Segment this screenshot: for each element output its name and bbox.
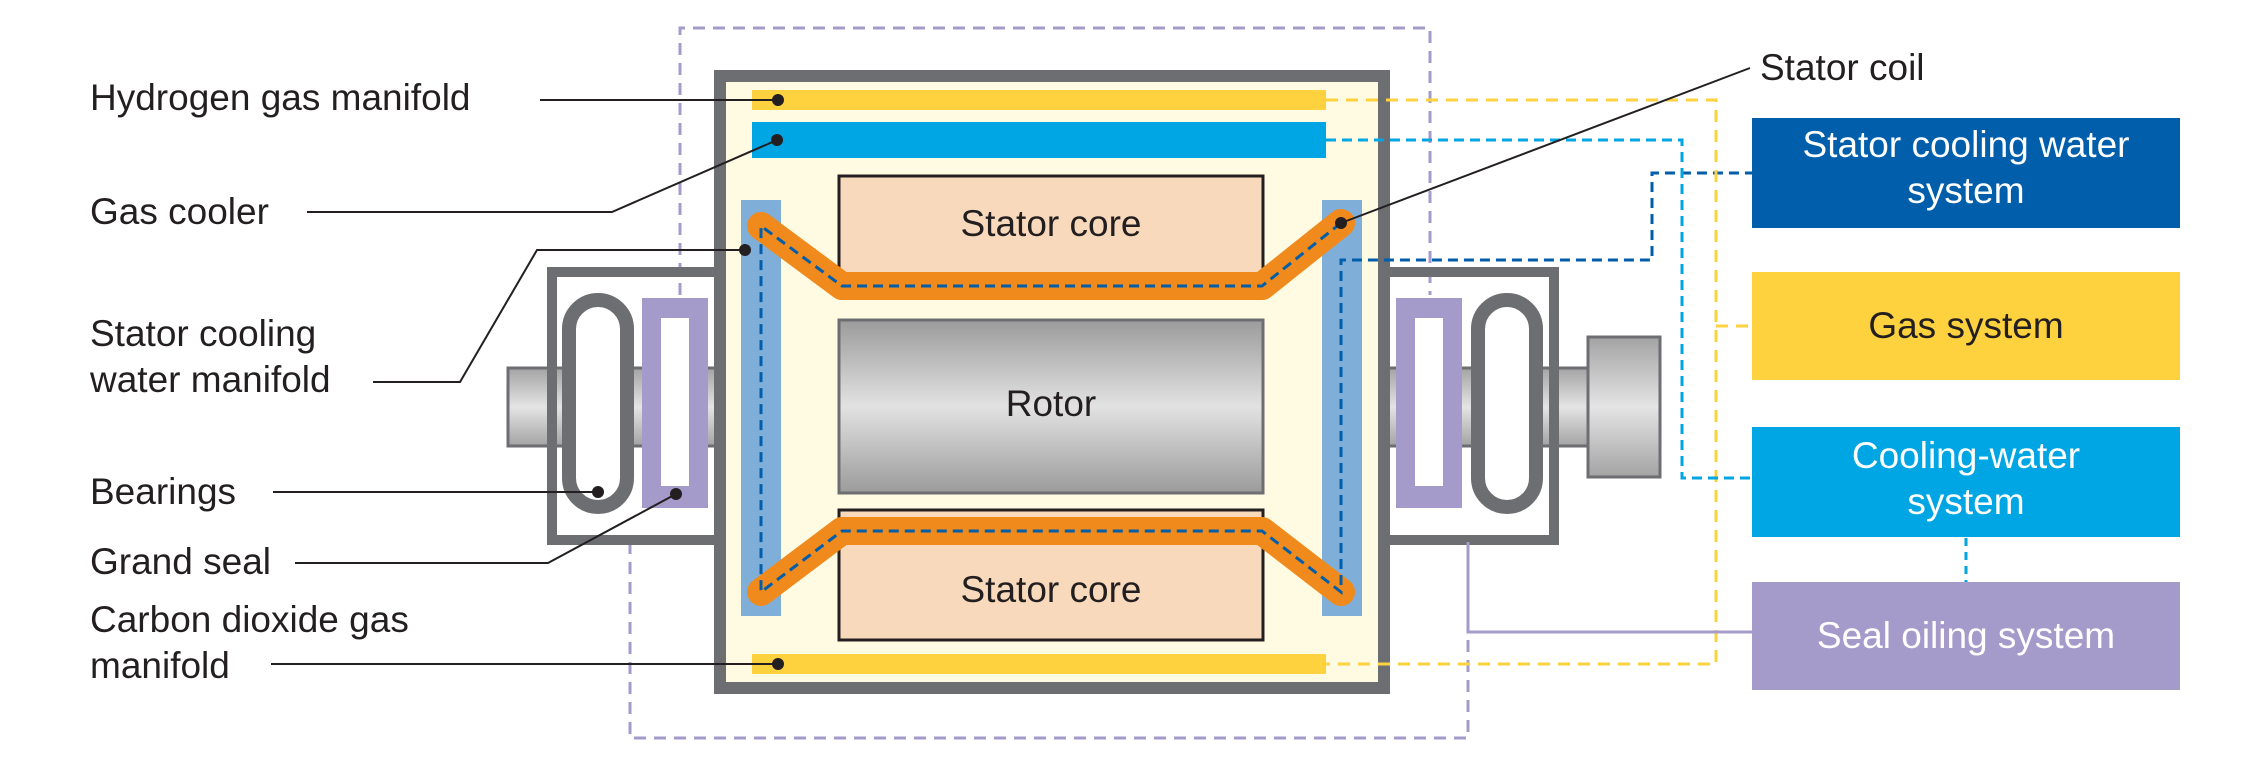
- leader-grand-seal: [295, 493, 677, 564]
- stator-cooling-water-system-box: [1752, 118, 2180, 228]
- rotor-label: Rotor: [1006, 383, 1096, 424]
- stator-cooling-water-path: [759, 171, 1752, 596]
- carbon-dioxide-gas-manifold-label-line2: manifold: [90, 645, 230, 686]
- rotor: [837, 318, 1265, 495]
- stator-cooling-water-manifold-label-line2: water manifold: [89, 359, 331, 400]
- leader-dots: [592, 94, 1347, 670]
- bearings-label: Bearings: [90, 471, 236, 512]
- cooling-water-system-line: [1326, 138, 1752, 480]
- right-grand-seal-slot: [1415, 318, 1443, 486]
- leader-stator-cooling-water-manifold: [373, 249, 745, 383]
- stator-core-bottom-label: Stator core: [961, 569, 1142, 610]
- gas-system-box: [1752, 272, 2180, 380]
- gas-system-line: [1326, 98, 1718, 666]
- cooling-water-system-label-line2: system: [1907, 481, 2024, 522]
- hydrogen-gas-manifold-label: Hydrogen gas manifold: [90, 77, 471, 118]
- grand-seal-label: Grand seal: [90, 541, 271, 582]
- left-grand-seal-slot: [661, 318, 689, 486]
- carbon-dioxide-gas-manifold: [752, 654, 1326, 674]
- gas-cooler-label: Gas cooler: [90, 191, 269, 232]
- stator-coil-label: Stator coil: [1760, 47, 1925, 88]
- right-bearing: [1471, 293, 1543, 514]
- dot-carbon-dioxide-gas-manifold: [772, 658, 784, 670]
- left-bearing: [562, 293, 634, 514]
- stator-cooling-water-system-label-line1: Stator cooling water: [1802, 124, 2129, 165]
- leader-stator-coil: [1340, 67, 1751, 224]
- dot-hydrogen-gas-manifold: [772, 94, 784, 106]
- gas-system-label: Gas system: [1868, 305, 2063, 346]
- carbon-dioxide-gas-manifold-label-line1: Carbon dioxide gas: [90, 599, 409, 640]
- shaft-coupling: [1586, 335, 1662, 479]
- dot-stator-coil: [1335, 217, 1347, 229]
- dot-stator-cooling-water-manifold: [739, 244, 751, 256]
- seal-oil-dashed-line-lower: [628, 542, 1470, 740]
- dot-gas-cooler: [771, 134, 783, 146]
- cooling-water-system-label-line1: Cooling-water: [1852, 435, 2080, 476]
- leader-lines: [271, 67, 1751, 665]
- hydrogen-gas-manifold: [752, 90, 1326, 110]
- seal-oil-dashed-line-upper: [678, 26, 1432, 295]
- seal-oiling-system-box: [1752, 582, 2180, 690]
- stator-cooling-water-manifold-label-line1: Stator cooling: [90, 313, 316, 354]
- gas-cooler: [752, 122, 1326, 158]
- cooling-water-system-box: [1752, 427, 2180, 537]
- dot-grand-seal: [670, 488, 682, 500]
- leader-gas-cooler: [307, 139, 778, 213]
- stator-core-top-label: Stator core: [961, 203, 1142, 244]
- seal-oiling-system-label: Seal oiling system: [1817, 615, 2115, 656]
- stator-cooling-water-system-label-line2: system: [1907, 170, 2024, 211]
- seal-oiling-system-line: [1466, 542, 1752, 634]
- dot-bearings: [592, 486, 604, 498]
